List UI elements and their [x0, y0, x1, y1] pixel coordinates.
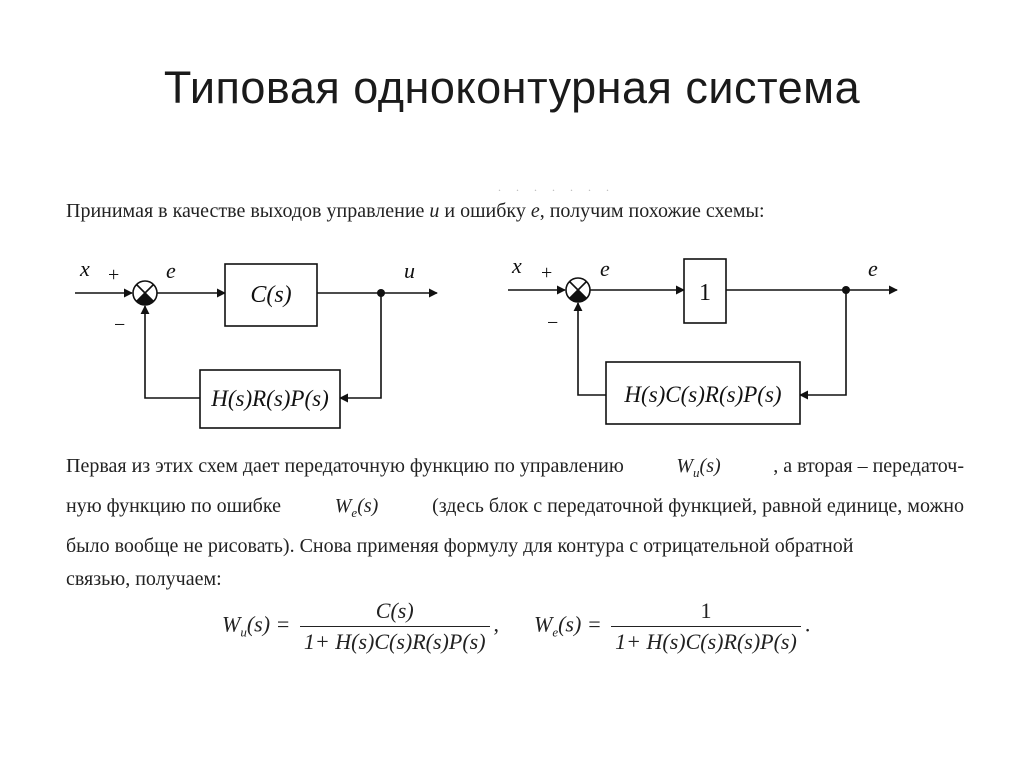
wu-w: W: [676, 455, 694, 477]
formula-wu: Wu(s) = C(s) 1+ H(s)C(s)R(s)P(s) ,: [222, 598, 499, 655]
paragraph-line-2-a: ную функцию по ошибке: [66, 495, 281, 517]
wu-sub: u: [693, 465, 700, 480]
formula-we-tail: .: [804, 611, 811, 637]
right-forward-block: [683, 258, 727, 324]
left-error-label: e: [166, 258, 176, 283]
formula-we-fraction: 1 1+ H(s)C(s)R(s)P(s): [611, 598, 801, 655]
right-feedback-block: [605, 361, 801, 425]
right-junction-shade: [569, 290, 587, 303]
intro-symbol-e: e: [530, 200, 540, 222]
intro-part-2: и ошибку: [439, 200, 531, 222]
formula-wu-denominator: 1+ H(s)C(s)R(s)P(s): [299, 626, 490, 655]
formula-we-denominator: 1+ H(s)C(s)R(s)P(s): [611, 626, 801, 655]
left-plus-sign: +: [108, 264, 119, 286]
we-sub: e: [351, 505, 358, 520]
formula-wu-tail: ,: [493, 611, 500, 637]
paragraph-line-1-a: Первая из этих схем дает передаточную фу…: [66, 455, 624, 477]
paragraph-we-symbol: We(s): [335, 495, 379, 521]
intro-part-1: Принимая в качестве выходов управление: [66, 200, 430, 222]
formula-we: We(s) = 1 1+ H(s)C(s)R(s)P(s) .: [534, 598, 810, 655]
paragraph-line-3: было вообще не рисовать). Снова применяя…: [66, 535, 964, 558]
right-error-label: e: [600, 256, 610, 281]
left-feedback-return-line: [140, 305, 200, 399]
wu-arg: (s): [699, 455, 721, 477]
slide-title: Типовая одноконтурная система: [163, 62, 861, 113]
paragraph-line-4-text: связью, получаем:: [66, 568, 222, 590]
formula-wu-fraction: C(s) 1+ H(s)C(s)R(s)P(s): [299, 598, 490, 655]
right-feedback-return-line: [573, 302, 606, 396]
formula-we-numerator: 1: [700, 598, 712, 623]
left-forward-block: [224, 263, 318, 327]
right-minus-sign: −: [547, 312, 558, 334]
right-diagram-labels: x + − e 1 e H(s)C(s)R(s)P(s): [511, 253, 878, 407]
formula-we-w: W: [534, 611, 553, 637]
block-diagrams: x + − e C(s) u H(s)R(s)P(s) x + −: [75, 253, 898, 429]
right-input-label: x: [511, 253, 522, 278]
paragraph-line-2-b: (здесь блок с передаточной функцией, рав…: [432, 495, 964, 517]
formula-wu-sub: u: [240, 624, 247, 640]
right-plus-sign: +: [541, 262, 552, 284]
formula-wu-w: W: [222, 611, 241, 637]
we-w: W: [334, 495, 352, 517]
paragraph-line-1-b: , а вторая – передаточ-: [773, 455, 964, 477]
formula-wu-numerator: C(s): [375, 598, 414, 623]
left-diagram-labels: x + − e C(s) u H(s)R(s)P(s): [79, 256, 415, 411]
scan-dots: . . . . . . .: [498, 180, 615, 194]
intro-symbol-u: u: [429, 200, 440, 222]
intro-part-3: , получим похожие схемы:: [539, 200, 765, 222]
right-forward-block-label: 1: [699, 280, 711, 306]
paragraph-line-4: связью, получаем:: [66, 568, 964, 591]
paragraph-line-3-text: было вообще не рисовать). Снова применяя…: [66, 535, 854, 557]
left-input-label: x: [79, 256, 90, 281]
left-output-label: u: [404, 258, 415, 283]
paragraph-line-1: Первая из этих схем дает передаточную фу…: [66, 455, 964, 481]
right-feedback-block-label: H(s)C(s)R(s)P(s): [623, 382, 781, 407]
left-junction-shade: [136, 293, 154, 306]
we-arg: (s): [357, 495, 379, 517]
left-feedback-out-line: [339, 293, 382, 403]
paragraph-wu-symbol: Wu(s): [676, 455, 720, 481]
formula-wu-arg: (s) =: [246, 611, 291, 637]
left-feedback-block-label: H(s)R(s)P(s): [210, 386, 329, 411]
left-diagram: [75, 263, 438, 429]
left-feedback-block: [199, 369, 341, 429]
formula-we-sub: e: [552, 624, 559, 640]
right-diagram: [508, 258, 898, 425]
intro-text: Принимая в качестве выходов управление u…: [66, 200, 765, 223]
formula-we-arg: (s) =: [558, 611, 602, 637]
paragraph-line-2: ную функцию по ошибке We(s) (здесь блок …: [66, 495, 964, 521]
left-forward-block-label: C(s): [250, 282, 291, 308]
right-feedback-out-line: [799, 290, 847, 400]
left-minus-sign: −: [114, 314, 125, 336]
right-output-label: e: [868, 256, 878, 281]
